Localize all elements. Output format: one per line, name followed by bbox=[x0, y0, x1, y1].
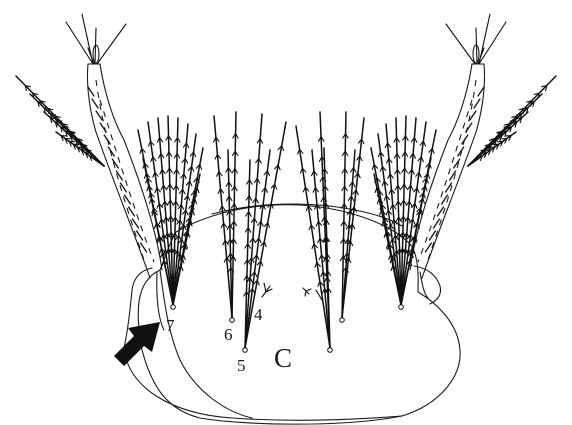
pointer-arrow-icon bbox=[114, 322, 160, 366]
left-lobe-inner-line bbox=[157, 272, 164, 330]
setae bbox=[138, 112, 436, 348]
lateral-branch-left bbox=[16, 76, 104, 166]
lateral-branch-left-c bbox=[44, 112, 104, 166]
small-seta-4 bbox=[262, 283, 272, 297]
seta-label-4: 4 bbox=[254, 305, 263, 324]
lateral-branch-right-d bbox=[468, 132, 516, 166]
seta-7-branch-9 bbox=[143, 158, 173, 305]
alveolus-right-minor bbox=[340, 318, 345, 323]
lateral-stalk-right bbox=[410, 14, 556, 278]
small-seta-right bbox=[303, 288, 322, 300]
lower-lobe-outline bbox=[124, 348, 402, 420]
seta-right-tuft-branch-10 bbox=[374, 174, 401, 305]
seta-label-7: 7 bbox=[166, 316, 175, 335]
seta-7-branch-10 bbox=[173, 174, 200, 305]
seta-label-5: 5 bbox=[237, 356, 246, 375]
alveolus-7 bbox=[171, 305, 176, 310]
panel-label: C bbox=[274, 343, 292, 373]
lateral-branch-left-d bbox=[56, 132, 104, 166]
seta-5-branch-2 bbox=[245, 122, 286, 348]
alveolus-right-tuft bbox=[399, 305, 404, 310]
alveolus-5 bbox=[243, 348, 248, 353]
setal-stalks bbox=[16, 14, 556, 278]
lateral-stalk-left bbox=[16, 14, 162, 278]
alveolus-mid-right bbox=[328, 348, 333, 353]
alveolus-6 bbox=[230, 318, 235, 323]
lateral-branch-right-c bbox=[468, 112, 528, 166]
seta-right-tuft-branch-9 bbox=[401, 158, 431, 305]
lateral-branch-right bbox=[468, 76, 556, 166]
seta-label-6: 6 bbox=[224, 325, 233, 344]
